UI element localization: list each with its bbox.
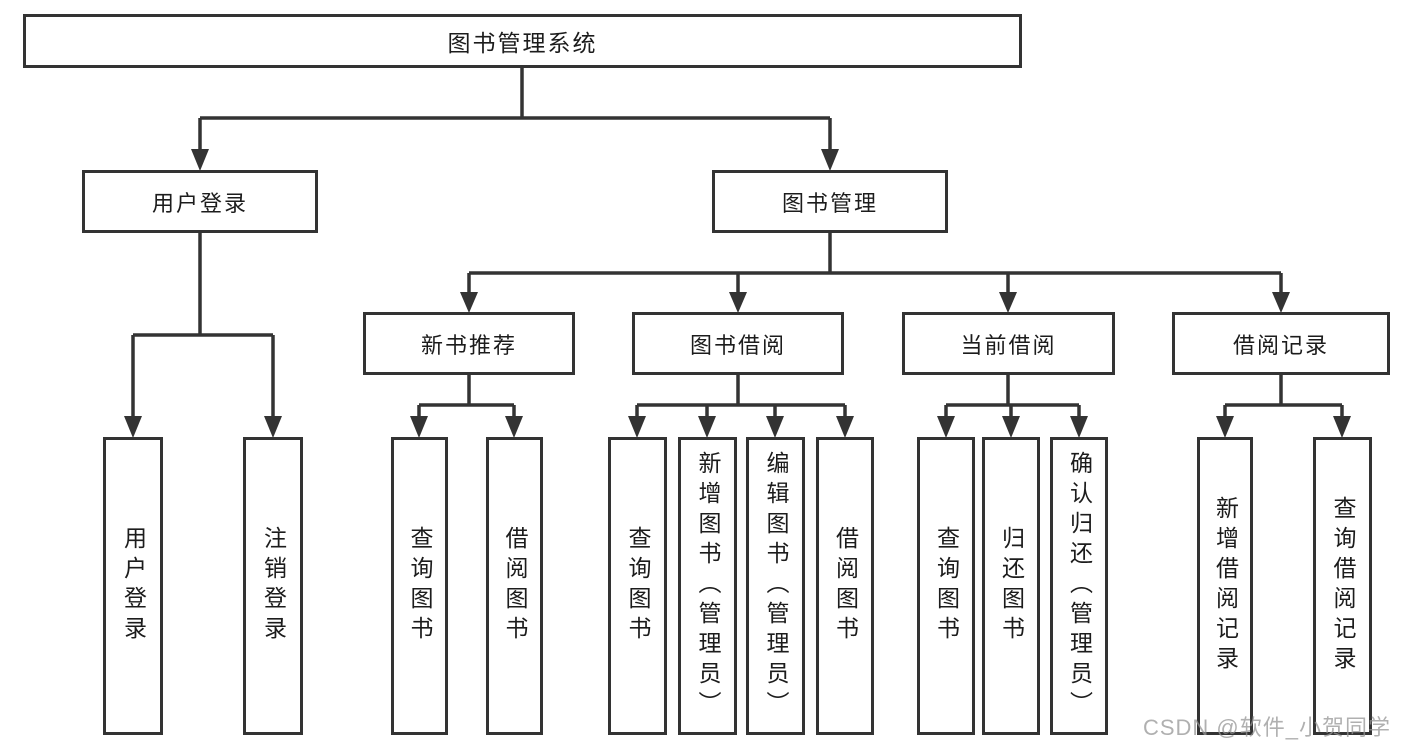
leaf-return-books: 归还图书 <box>982 437 1040 735</box>
node-book-borrowing-label: 图书借阅 <box>689 332 786 358</box>
node-current-borrowing-label: 当前借阅 <box>960 332 1057 358</box>
leaf-query-books-borrowing: 查询图书 <box>608 437 667 735</box>
leaf-borrow-books-recommend: 借阅图书 <box>486 437 543 735</box>
leaf-confirm-return-admin-label: 确认归还（管理员） <box>1066 451 1093 721</box>
leaf-borrow-books: 借阅图书 <box>816 437 874 735</box>
leaf-query-borrow-record: 查询借阅记录 <box>1313 437 1372 735</box>
leaf-query-borrow-record-label: 查询借阅记录 <box>1330 496 1356 676</box>
node-book-borrowing: 图书借阅 <box>632 312 844 375</box>
leaf-add-book-admin-label: 新增图书（管理员） <box>695 451 721 721</box>
node-user-login-label: 用户登录 <box>151 190 248 216</box>
leaf-borrow-books-label: 借阅图书 <box>832 526 859 646</box>
node-book-management: 图书管理 <box>712 170 948 233</box>
leaf-logout-label: 注销登录 <box>260 526 287 646</box>
node-borrowing-records-label: 借阅记录 <box>1232 332 1329 358</box>
leaf-user-login: 用户登录 <box>103 437 163 735</box>
node-current-borrowing: 当前借阅 <box>902 312 1115 375</box>
leaf-query-books-borrowing-label: 查询图书 <box>625 526 651 646</box>
leaf-logout: 注销登录 <box>243 437 303 735</box>
node-library-system-label: 图书管理系统 <box>447 30 598 56</box>
leaf-query-books-recommend-label: 查询图书 <box>407 526 433 646</box>
leaf-return-books-label: 归还图书 <box>998 526 1025 646</box>
node-new-book-recommendation-label: 新书推荐 <box>420 332 517 358</box>
leaf-query-books-recommend: 查询图书 <box>391 437 448 735</box>
leaf-add-borrow-record: 新增借阅记录 <box>1197 437 1253 735</box>
leaf-query-books-current: 查询图书 <box>917 437 975 735</box>
leaf-user-login-label: 用户登录 <box>120 526 147 646</box>
leaf-edit-book-admin-label: 编辑图书（管理员） <box>763 451 789 721</box>
leaf-query-books-current-label: 查询图书 <box>933 526 960 646</box>
node-borrowing-records: 借阅记录 <box>1172 312 1390 375</box>
node-new-book-recommendation: 新书推荐 <box>363 312 575 375</box>
node-book-management-label: 图书管理 <box>781 190 878 216</box>
csdn-watermark: CSDN @软件_小贺同学 <box>1142 715 1391 740</box>
node-library-system: 图书管理系统 <box>23 14 1022 68</box>
leaf-confirm-return-admin: 确认归还（管理员） <box>1050 437 1108 735</box>
leaf-edit-book-admin: 编辑图书（管理员） <box>746 437 805 735</box>
leaf-borrow-books-recommend-label: 借阅图书 <box>502 526 528 646</box>
leaf-add-borrow-record-label: 新增借阅记录 <box>1212 496 1239 676</box>
node-user-login: 用户登录 <box>82 170 318 233</box>
leaf-add-book-admin: 新增图书（管理员） <box>678 437 737 735</box>
